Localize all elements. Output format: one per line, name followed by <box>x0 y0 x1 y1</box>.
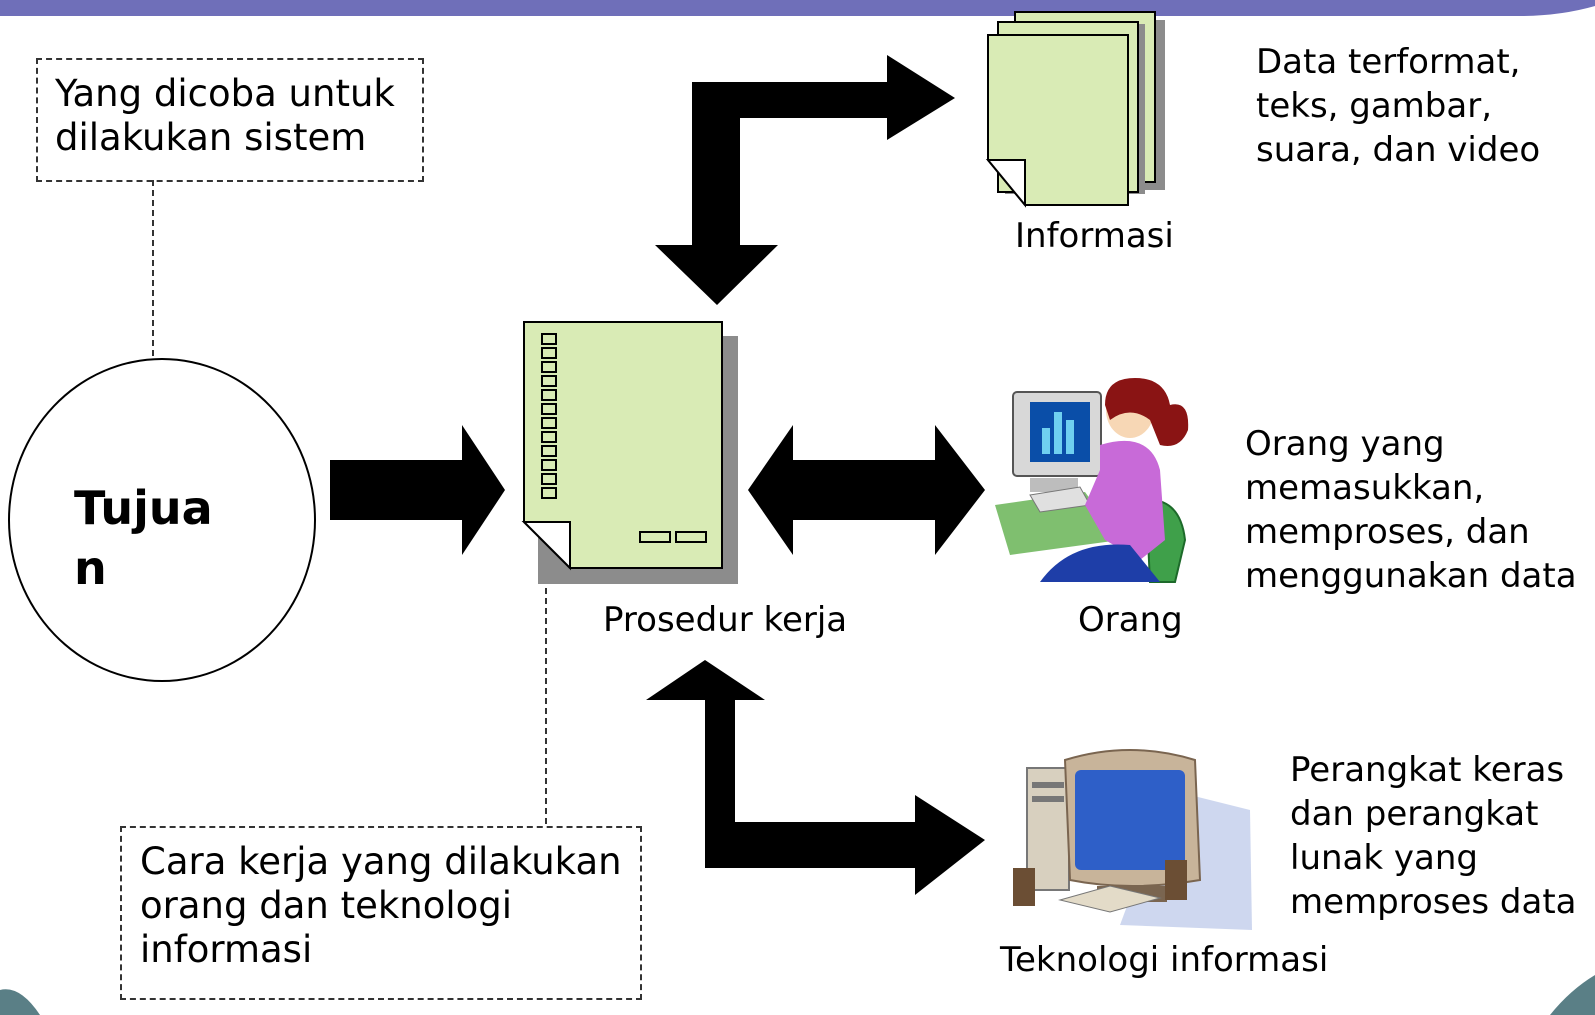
goal-note-box <box>36 58 424 182</box>
technology-description: Perangkat keras dan perangkat lunak yang… <box>1290 748 1577 924</box>
goal-circle <box>8 358 316 682</box>
goal-title-line: n <box>74 541 107 595</box>
corner-accent-right <box>1550 975 1595 1015</box>
procedure-note: Cara kerja yang dilakukan orang dan tekn… <box>140 840 622 972</box>
goal-title: Tujua n <box>74 478 213 598</box>
information-documents-icon <box>985 11 1165 208</box>
people-description-line: memproses, dan <box>1245 512 1530 552</box>
information-label: Informasi <box>1015 216 1174 256</box>
arrow-goal-to-procedure <box>330 425 505 555</box>
procedure-label: Prosedur kerja <box>603 600 848 640</box>
goal-note-line: dilakukan sistem <box>55 116 367 159</box>
goal-note-line: Yang dicoba untuk <box>55 72 395 115</box>
people-description-line: menggunakan data <box>1245 556 1577 596</box>
procedure-note-line: Cara kerja yang dilakukan <box>140 840 622 883</box>
technology-label: Teknologi informasi <box>1000 940 1329 980</box>
corner-accent-left <box>0 989 40 1015</box>
people-label: Orang <box>1078 600 1183 640</box>
technology-description-line: dan perangkat <box>1290 794 1539 834</box>
people-description-line: memasukkan, <box>1245 468 1485 508</box>
person-at-computer-icon <box>995 378 1189 583</box>
goal-note-connector <box>152 180 154 356</box>
procedure-note-line: orang dan teknologi <box>140 884 513 927</box>
information-description: Data terformat, teks, gambar, suara, dan… <box>1256 40 1540 172</box>
procedure-note-line: informasi <box>140 928 313 971</box>
information-description-line: Data terformat, <box>1256 42 1521 82</box>
procedure-note-connector <box>545 588 547 824</box>
desktop-computer-icon <box>1013 749 1252 930</box>
information-description-line: suara, dan video <box>1256 130 1541 170</box>
goal-note: Yang dicoba untuk dilakukan sistem <box>55 72 395 160</box>
header-bar <box>0 0 1595 16</box>
arrow-procedure-technology <box>646 660 985 895</box>
technology-description-line: Perangkat keras <box>1290 750 1565 790</box>
procedure-note-box <box>120 826 642 1000</box>
procedure-document-icon <box>521 321 738 584</box>
technology-description-line: memproses data <box>1290 882 1577 922</box>
goal-title-line: Tujua <box>74 481 213 535</box>
technology-description-line: lunak yang <box>1290 838 1478 878</box>
arrow-procedure-people <box>748 425 985 555</box>
people-description-line: Orang yang <box>1245 424 1445 464</box>
people-description: Orang yang memasukkan, memproses, dan me… <box>1245 422 1577 598</box>
arrow-procedure-information <box>655 55 955 305</box>
information-description-line: teks, gambar, <box>1256 86 1493 126</box>
